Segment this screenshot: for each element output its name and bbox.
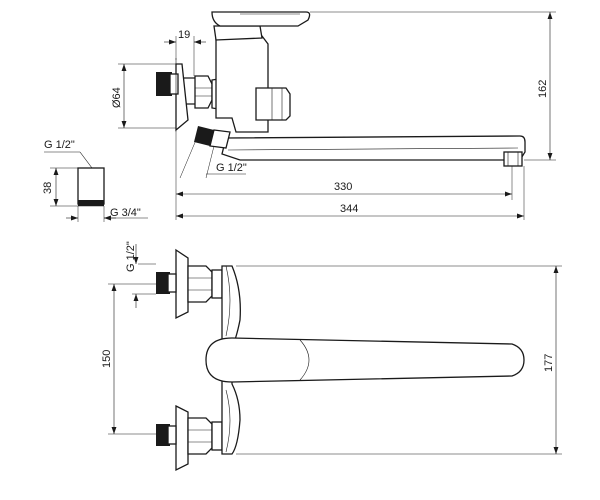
side-main-body [215,35,269,133]
side-dimensions: 19 Ø64 162 G 1/2" 330 344 [111,11,556,220]
dim-g12-front: G 1/2" [125,241,137,272]
dim-150: 150 [101,350,113,368]
front-bottom-nut [187,417,213,455]
front-bottom-flange [175,404,189,472]
side-hex-nut [194,75,213,109]
side-cartridge-cap [213,25,263,41]
dim-177: 177 [543,354,555,372]
dim-344: 344 [340,203,358,215]
side-aerator [503,151,523,167]
dim-330: 330 [334,181,352,193]
side-handle-lever [211,11,311,27]
dim-64: Ø64 [111,87,123,108]
front-top-flange [175,248,189,320]
dim-g34: G 3/4" [110,207,141,219]
adapter-thread-band [78,200,104,206]
front-top-nut [187,265,213,303]
adapter-detail: G 1/2" 38 G 3/4" [42,139,148,222]
front-view [156,248,525,472]
side-eccentric-arm [184,77,196,105]
adapter-body [77,167,105,205]
side-inlet-thread [156,72,172,96]
front-bottom-inlet-thread [156,424,170,446]
front-handle-lever [205,337,525,383]
dim-g12-shower: G 1/2" [216,162,247,174]
side-view [156,11,526,167]
front-dimensions: G 1/2" 150 177 [101,241,562,455]
front-top-inlet-thread [156,272,170,294]
dim-19: 19 [178,29,190,41]
dim-g12-adapter: G 1/2" [44,139,75,151]
side-shower-outlet [194,126,214,146]
side-diverter-knob [255,87,291,121]
side-spout [221,135,526,161]
dim-162: 162 [537,80,549,98]
dim-38: 38 [42,182,54,194]
